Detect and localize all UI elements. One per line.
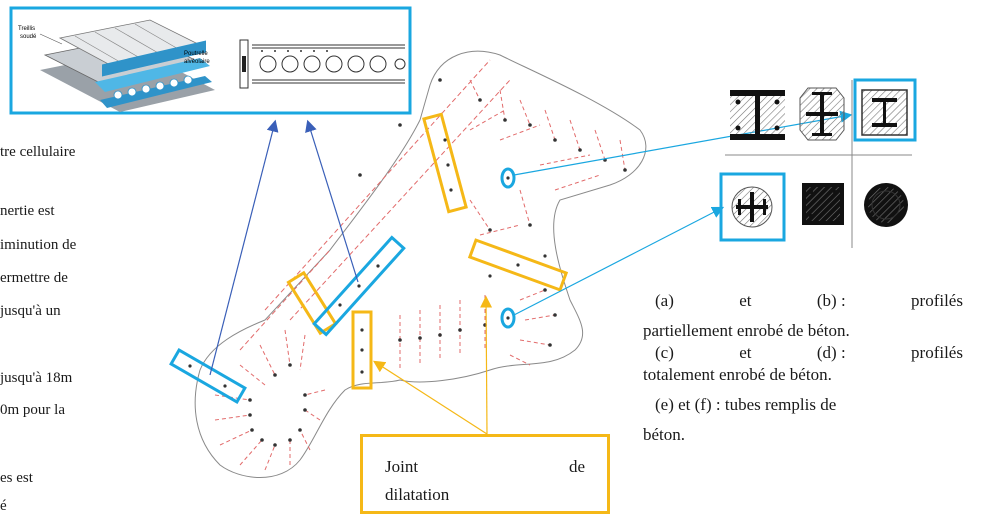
left-text-line: jusqu'à 18m [0, 370, 73, 386]
arrow-beam-to-inset [209, 119, 279, 376]
beam-bar [169, 348, 247, 404]
radial-ticks-lower-right [509, 289, 556, 366]
joint-word: dilatation [385, 485, 450, 504]
left-text-line: iminution de [0, 237, 77, 253]
caption-token: (d) : [816, 343, 846, 362]
caption-token: et [739, 343, 752, 362]
arrow-joint-label [372, 360, 488, 435]
arrow-joint-label [480, 295, 493, 435]
caption-token: (a) [655, 291, 674, 310]
column-marker [500, 307, 516, 329]
profile-c-icon [853, 78, 917, 142]
caption-line: totalement enrobé de béton. [643, 365, 832, 384]
label-poutrelle: Poutrelle [184, 51, 208, 57]
caption-token: (c) [655, 343, 674, 362]
profile-d-icon [719, 172, 786, 242]
radial-ticks-lower-left [214, 329, 326, 471]
profile-e-icon [802, 183, 844, 225]
left-text-line: tre cellulaire [0, 144, 76, 160]
composite-profiles [719, 78, 917, 248]
radial-ticks-upper [469, 79, 626, 236]
left-text-line: es est [0, 470, 33, 486]
joint-bar [422, 112, 468, 214]
caption-token: profilés [911, 291, 963, 310]
label-alveolaire: alvéolaire [184, 59, 210, 65]
arrow-column-to-profile [513, 110, 853, 176]
left-text-line: jusqu'à un [0, 303, 61, 319]
caption-line: (e) et (f) : tubes remplis de [655, 395, 837, 414]
label-soude: soudé [20, 34, 37, 40]
profile-caption: (a) et (b) : profilés partiellement enro… [643, 290, 963, 446]
cellular-beam-markers [169, 235, 406, 404]
left-text-line: é [0, 498, 7, 514]
profile-f-icon [864, 183, 908, 227]
arrow-beam-to-inset [305, 119, 359, 283]
caption-line: partiellement enrobé de béton. [643, 321, 850, 340]
vertical-ticks [399, 295, 486, 370]
profile-b-icon [799, 87, 845, 141]
expansion-joint-markers [286, 112, 569, 390]
joint-bar [467, 238, 569, 292]
beam-bar [312, 235, 406, 337]
left-text-line: ermettre de [0, 270, 68, 286]
column-marker [500, 167, 516, 189]
column-dots [248, 78, 627, 447]
caption-line: béton. [643, 425, 686, 444]
dashed-axes [239, 59, 511, 351]
joint-word: Joint [385, 457, 419, 476]
building-outline [194, 50, 647, 478]
joint-word: de [568, 457, 585, 476]
caption-token: et [739, 291, 752, 310]
left-text-line: nertie est [0, 203, 55, 219]
joint-bar [351, 310, 373, 390]
caption-token: profilés [911, 343, 963, 362]
profile-a-icon [730, 90, 785, 140]
caption-token: (b) : [816, 291, 846, 310]
joint-bar [286, 270, 338, 336]
arrow-column-to-profile [513, 206, 725, 316]
joint-label-box: Joint de dilatation [360, 434, 610, 514]
left-text-line: 0m pour la [0, 402, 65, 418]
cellular-beam-inset: Treillis soudé Poutrelle alvéolaire [9, 6, 412, 115]
label-treillis: Treillis [18, 26, 35, 32]
